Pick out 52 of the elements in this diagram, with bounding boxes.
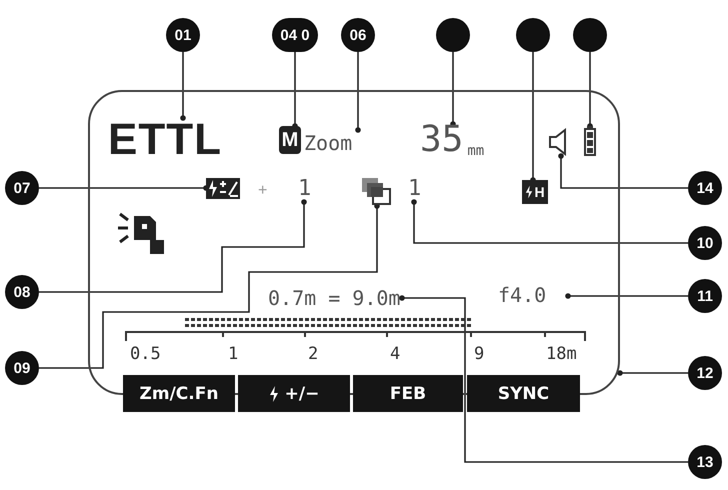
lcd-readout: 1 xyxy=(298,176,310,202)
leader-line xyxy=(411,199,688,244)
bracketing-icon xyxy=(362,178,392,206)
lcd-readout: Zoom xyxy=(304,130,360,156)
callout-number: 08 xyxy=(5,275,39,309)
flash-compensation-icon xyxy=(206,178,240,199)
leader-line xyxy=(180,52,186,121)
focal-length-value: 35 xyxy=(420,122,464,158)
function-label: +/− xyxy=(238,375,350,412)
callout-number: 07 xyxy=(5,171,39,205)
callout-number: 10 xyxy=(688,226,722,260)
leader-line xyxy=(39,199,307,293)
callout-number: 12 xyxy=(688,356,722,390)
leader-line xyxy=(558,153,688,189)
scale-label: 9 xyxy=(474,344,484,364)
lcd-readout: f4.0 xyxy=(498,284,568,306)
scale-label: 18m xyxy=(546,344,577,364)
callout-number: 14 xyxy=(688,171,722,205)
unit-text: mm xyxy=(467,144,484,158)
mode-text: ETTL xyxy=(108,118,238,162)
leader-line xyxy=(450,52,456,127)
callout-number: 01 xyxy=(166,18,200,52)
scale-label: 4 xyxy=(390,344,400,364)
leader-line xyxy=(617,370,688,376)
leader-line xyxy=(530,52,536,183)
callout-number: 09 xyxy=(5,351,39,385)
lcd-readout: 1 xyxy=(408,176,420,202)
leader-line xyxy=(399,295,688,463)
scale-label: 2 xyxy=(308,344,318,364)
callout-number: 13 xyxy=(688,445,722,479)
leader-line xyxy=(355,52,361,133)
callout-number: 11 xyxy=(688,279,722,313)
function-label: FEB xyxy=(353,375,463,412)
scale-label: 0.5 xyxy=(130,344,161,364)
callout-marker xyxy=(516,18,550,52)
callout-number: 04 0 xyxy=(272,18,318,52)
leader-line xyxy=(587,52,593,129)
function-label: SYNC xyxy=(467,375,580,412)
battery-icon xyxy=(584,126,596,156)
mode-letter: H xyxy=(534,184,545,200)
high-speed-sync-badge xyxy=(522,180,548,204)
callout-number: 06 xyxy=(341,18,375,52)
function-label: Zm/C.Fn xyxy=(123,375,235,412)
mode-badge: M xyxy=(279,126,301,154)
leader-line xyxy=(292,52,298,129)
lcd-readout: 0.7m = 9.0m xyxy=(268,285,402,311)
callout-marker xyxy=(436,18,470,52)
scale-label: 1 xyxy=(228,344,238,364)
plus-sign: + xyxy=(258,182,268,200)
leader-line xyxy=(565,293,688,299)
callout-marker xyxy=(573,18,607,52)
leader-line xyxy=(39,203,380,369)
